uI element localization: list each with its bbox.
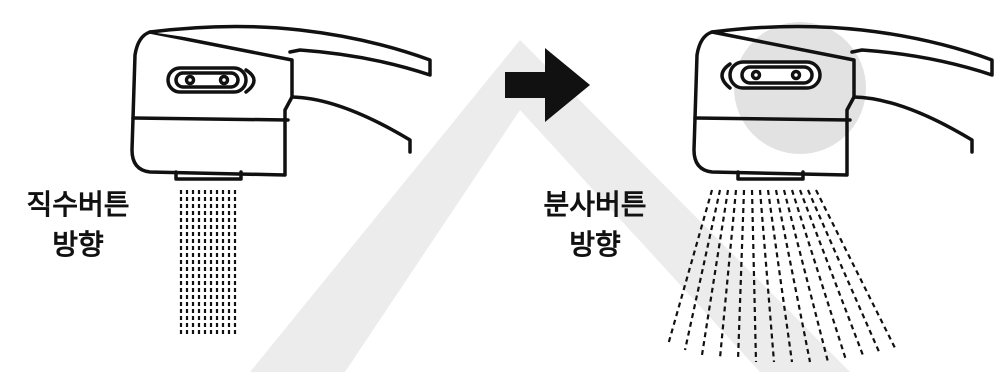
water-stream-icon	[179, 190, 237, 335]
left-label-line1: 직수버튼	[26, 188, 130, 221]
water-spray-icon	[666, 189, 897, 363]
right-label-line1: 분사버튼	[543, 188, 647, 221]
faucet-head-icon-right	[692, 24, 994, 181]
right-label-line2: 방향	[569, 228, 621, 261]
left-label-line2: 방향	[52, 228, 104, 261]
faucet-head-icon-left	[130, 24, 432, 181]
arrow-right-icon	[505, 48, 590, 122]
watermark-chevron	[250, 40, 850, 372]
